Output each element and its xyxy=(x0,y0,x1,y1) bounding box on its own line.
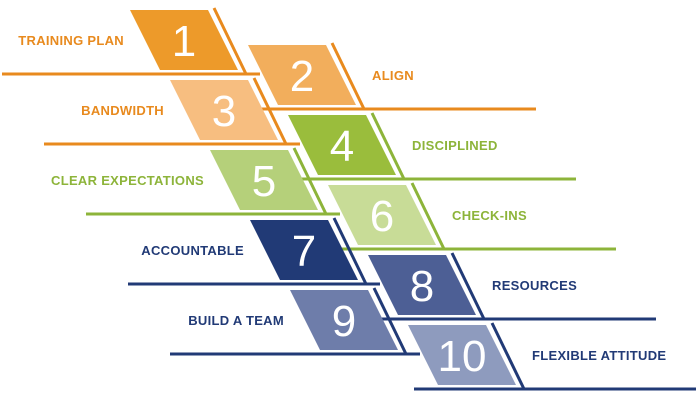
step-number-8: 8 xyxy=(410,262,434,311)
step-block-10 xyxy=(408,325,516,385)
step-number-2: 2 xyxy=(290,52,314,101)
step-label-2: ALIGN xyxy=(372,68,414,83)
diagonal-connector-1 xyxy=(212,7,248,75)
step-number-7: 7 xyxy=(292,227,316,276)
step-label-3: BANDWIDTH xyxy=(81,103,164,118)
step-block-2 xyxy=(248,45,356,105)
step-number-5: 5 xyxy=(252,157,276,206)
step-label-7: ACCOUNTABLE xyxy=(141,243,244,258)
step-label-10: FLEXIBLE ATTITUDE xyxy=(532,348,666,363)
diagonal-connector-6 xyxy=(410,182,446,250)
diagonal-connector-8 xyxy=(450,252,486,320)
diagonal-connector-7 xyxy=(332,217,368,285)
step-block-4 xyxy=(288,115,396,175)
diagonal-connector-9 xyxy=(372,287,408,355)
guide-lines xyxy=(2,7,696,391)
step-label-4: DISCIPLINED xyxy=(412,138,498,153)
step-labels: TRAINING PLAN ALIGN BANDWIDTH DISCIPLINED CL… xyxy=(18,33,666,363)
step-label-8: RESOURCES xyxy=(492,278,577,293)
step-number-9: 9 xyxy=(332,297,356,346)
step-block-3 xyxy=(170,80,278,140)
step-block-5 xyxy=(210,150,318,210)
step-number-6: 6 xyxy=(370,192,394,241)
step-block-1 xyxy=(130,10,238,70)
step-block-7 xyxy=(250,220,358,280)
step-label-6: CHECK-INS xyxy=(452,208,527,223)
diagonal-connector-5 xyxy=(292,147,328,215)
step-label-5: CLEAR EXPECTATIONS xyxy=(51,173,204,188)
diagonal-connector-10 xyxy=(490,322,526,390)
step-number-4: 4 xyxy=(330,122,354,171)
step-block-6 xyxy=(328,185,436,245)
diagonal-connector-3 xyxy=(252,77,288,145)
step-block-9 xyxy=(290,290,398,350)
step-label-9: BUILD A TEAM xyxy=(188,313,284,328)
diagonal-connector-4 xyxy=(370,112,406,180)
step-number-1: 1 xyxy=(172,17,196,66)
step-label-1: TRAINING PLAN xyxy=(18,33,124,48)
diagonal-connector-2 xyxy=(330,42,366,110)
step-number-10: 10 xyxy=(438,332,487,381)
step-block-8 xyxy=(368,255,476,315)
step-blocks: 1 2 3 4 5 6 7 8 9 10 xyxy=(130,10,516,385)
step-number-3: 3 xyxy=(212,87,236,136)
